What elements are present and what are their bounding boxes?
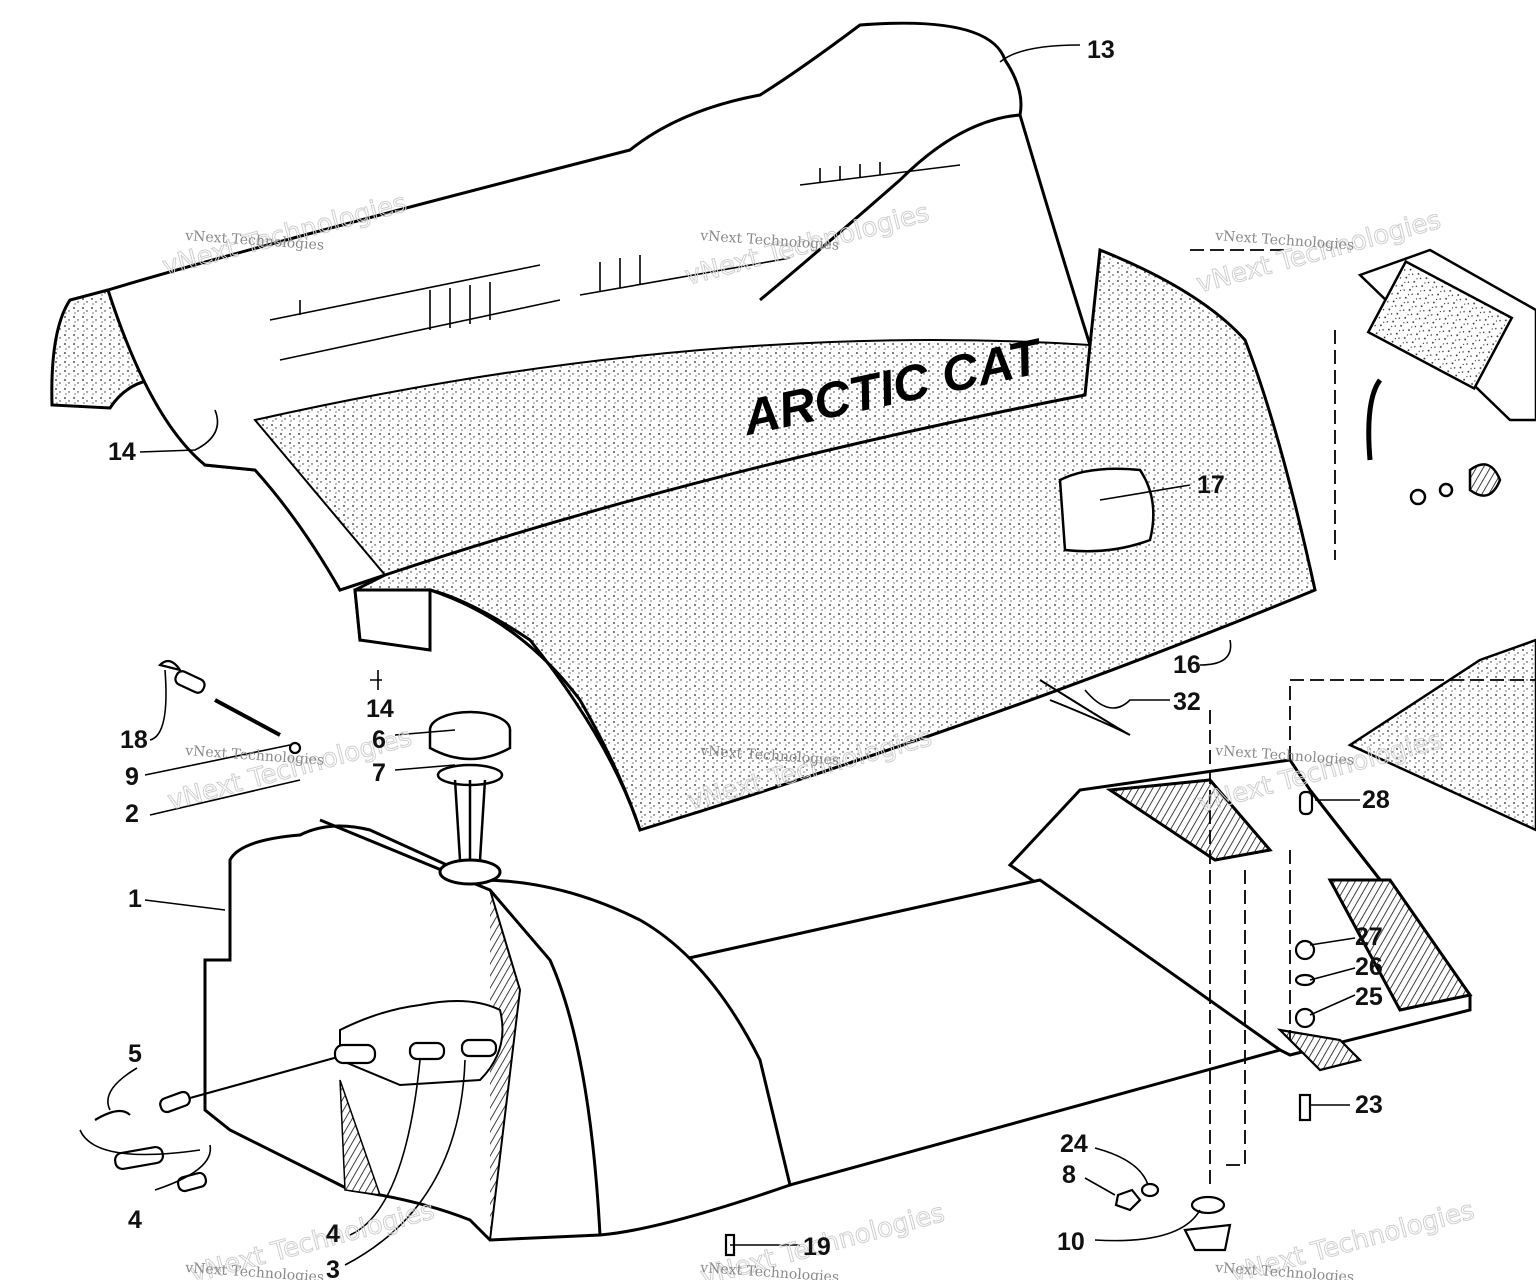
callout-5: 5 (128, 1040, 142, 1068)
callout-8: 8 (1062, 1161, 1076, 1189)
leader-lines (79, 44, 1360, 1266)
callout-17: 17 (1197, 471, 1225, 499)
callout-3: 3 (326, 1256, 340, 1280)
callout-19: 19 (803, 1233, 831, 1261)
callout-1: 1 (128, 885, 142, 913)
callout-14: 14 (108, 438, 136, 466)
taillight-assembly (1347, 248, 1536, 832)
callout-4: 4 (128, 1206, 142, 1234)
callout-23: 23 (1355, 1091, 1383, 1119)
callout-2: 2 (125, 800, 139, 828)
callout-28: 28 (1362, 786, 1390, 814)
callout-10: 10 (1057, 1228, 1085, 1256)
seat (50, 21, 1092, 592)
seat-base (353, 247, 1317, 832)
callout-27: 27 (1355, 923, 1383, 951)
callout-4: 4 (326, 1220, 340, 1248)
callout-16: 16 (1173, 651, 1201, 679)
fuel-tank-and-tunnel (203, 758, 1473, 1242)
callout-26: 26 (1355, 953, 1383, 981)
right-hardware (724, 790, 1363, 1257)
callout-18: 18 (120, 726, 148, 754)
callout-25: 25 (1355, 983, 1383, 1011)
callout-14: 14 (366, 695, 394, 723)
callout-9: 9 (125, 763, 139, 791)
callout-24: 24 (1060, 1130, 1088, 1158)
callout-labels: 13 14 17 16 32 14 18 9 2 6 7 28 1 27 26 … (108, 36, 1390, 1280)
callout-6: 6 (372, 726, 386, 754)
callout-13: 13 (1087, 36, 1115, 64)
fuel-cap-assembly (428, 710, 512, 861)
callout-32: 32 (1173, 688, 1201, 716)
callout-7: 7 (372, 759, 386, 787)
assembly-lines (1190, 249, 1536, 1190)
